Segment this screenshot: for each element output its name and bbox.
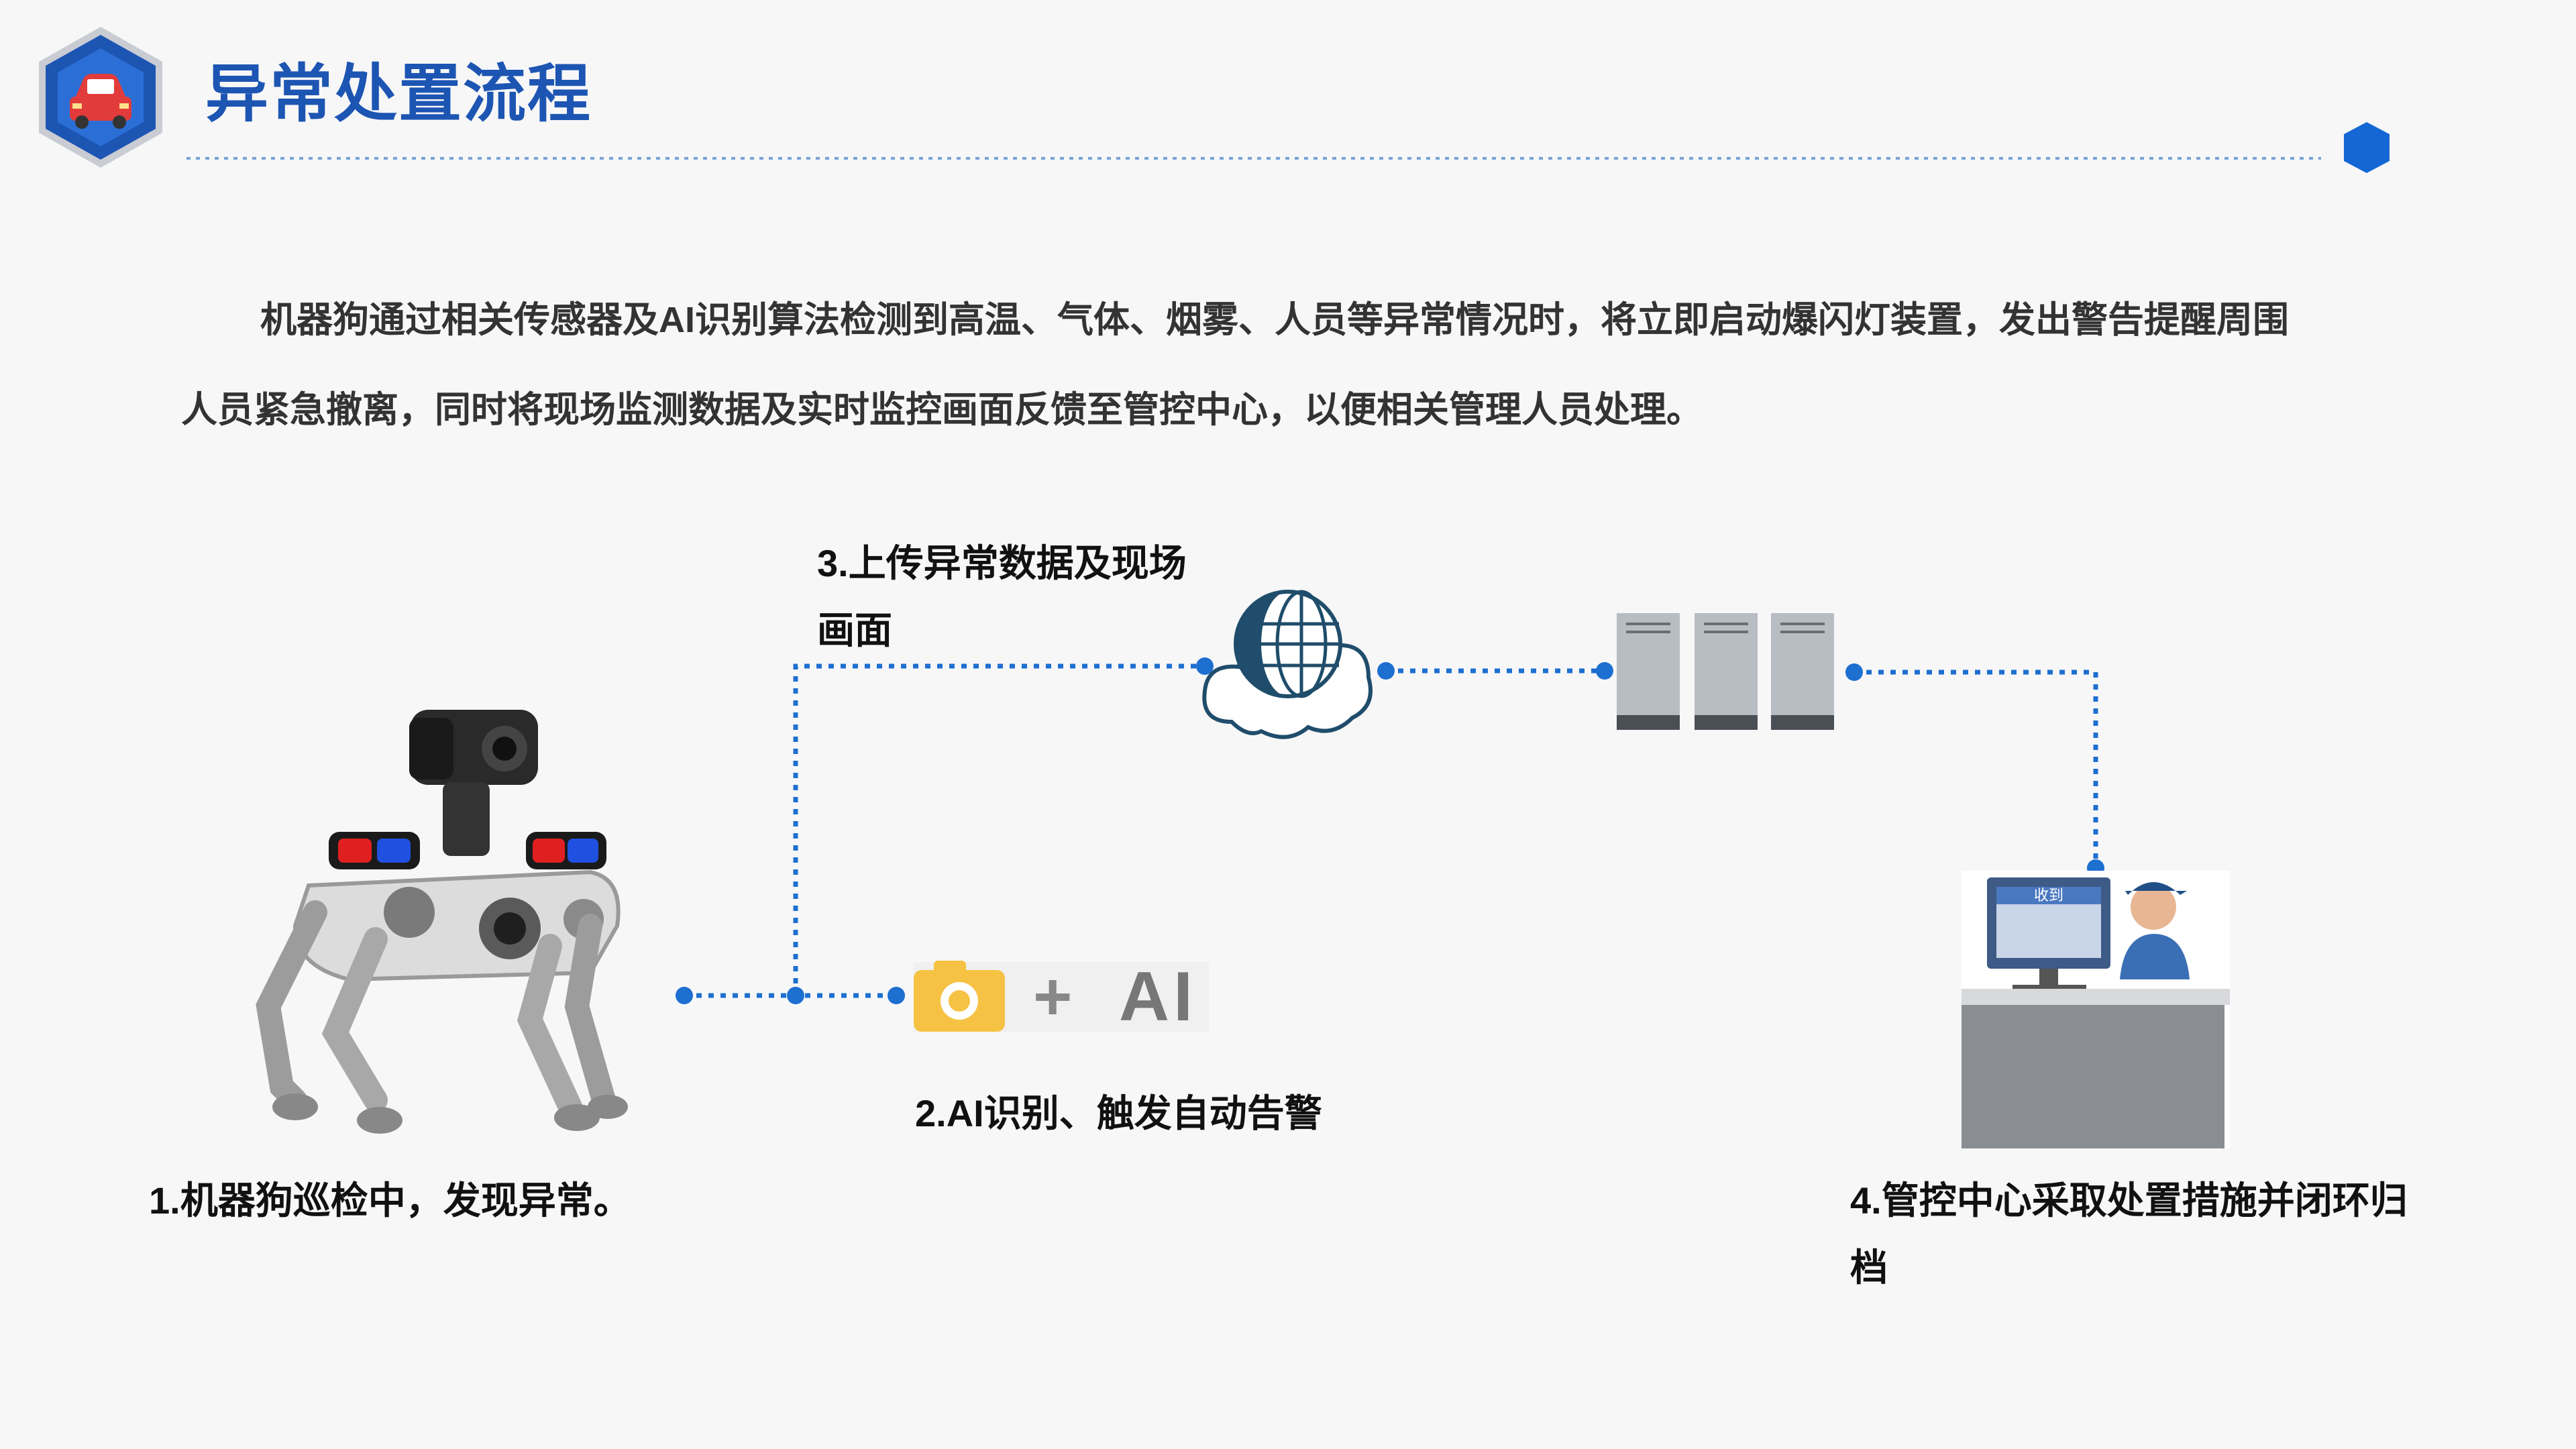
flow-connector [684, 663, 2098, 998]
description-line-2: 人员紧急撤离，同时将现场监测数据及实时监控画面反馈至管控中心，以便相关管理人员处… [181, 390, 1703, 430]
description-line-1: 机器狗通过相关传感器及AI识别算法检测到高温、气体、烟雾、人员等异常情况时，将立… [260, 300, 2289, 340]
camera-icon [914, 961, 1209, 1032]
page-title: 异常处置流程 [205, 58, 592, 129]
server-icon [1617, 613, 1834, 730]
step-1-label: 1.机器狗巡检中，发现异常。 [149, 1179, 631, 1222]
ai-plus-sign: + [1033, 959, 1073, 1034]
operator-desk-icon [1962, 871, 2230, 1148]
flow-node [676, 657, 2104, 1004]
step-4-label: 4.管控中心采取处置措施并闭环归档 [1850, 1179, 2408, 1289]
monitor-label: 收到 [2033, 887, 2063, 904]
globe-cloud-icon [1202, 590, 1373, 739]
header-hex-marker [2344, 122, 2390, 173]
ai-label: AI [1119, 958, 1197, 1036]
step-2-label: 2.AI识别、触发自动告警 [915, 1092, 1322, 1134]
robot-dog-icon [256, 710, 628, 1134]
description-paragraph: 机器狗通过相关传感器及AI识别算法检测到高温、气体、烟雾、人员等异常情况时，将立… [181, 275, 2395, 455]
step-3-label: 3.上传异常数据及现场画面 [817, 542, 1187, 651]
car-icon [39, 27, 162, 168]
